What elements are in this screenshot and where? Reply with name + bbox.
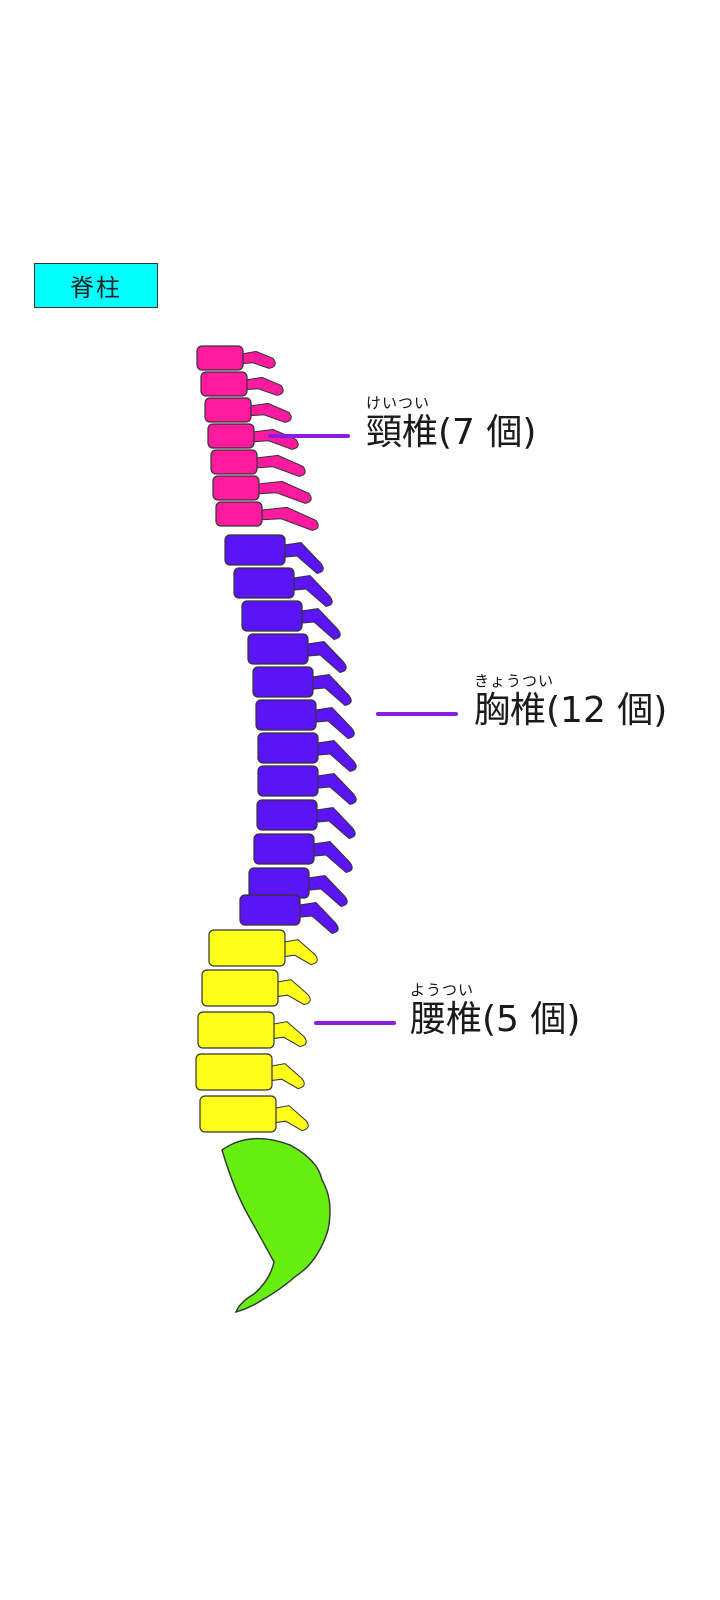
lumbar-vertebra: [195, 1053, 305, 1091]
cervical-vertebra: [210, 449, 306, 477]
lumbar-ruby: ようつい: [410, 981, 475, 999]
thoracic-vertebra: [239, 894, 339, 935]
title-label: 脊柱: [34, 263, 158, 308]
cervical-vertebra: [207, 423, 299, 450]
cervical-vertebra: [212, 475, 312, 504]
lumbar-label: 腰椎(5 個): [410, 999, 581, 1040]
cervical-label: 頸椎(7 個): [366, 412, 537, 453]
sacrum-coccyx: [221, 1137, 331, 1314]
thoracic-vertebra: [257, 732, 357, 773]
cervical-vertebra: [196, 345, 276, 371]
thoracic-label-group: きょうつい 胸椎(12 個): [474, 674, 667, 729]
thoracic-leader-line: [376, 712, 458, 716]
lumbar-vertebra: [208, 929, 318, 967]
thoracic-vertebra: [241, 600, 341, 641]
thoracic-vertebra: [257, 765, 357, 806]
thoracic-vertebra: [224, 534, 324, 575]
cervical-label-group: けいつい 頸椎(7 個): [366, 396, 536, 451]
cervical-vertebra: [204, 397, 292, 423]
lumbar-vertebra: [197, 1011, 307, 1049]
thoracic-label: 胸椎(12 個): [474, 690, 668, 731]
thoracic-vertebra: [233, 567, 333, 608]
lumbar-label-group: ようつい 腰椎(5 個): [410, 983, 580, 1038]
lumbar-vertebra: [199, 1095, 309, 1133]
thoracic-ruby: きょうつい: [474, 672, 555, 690]
thoracic-vertebra: [247, 633, 347, 674]
cervical-leader-line: [268, 434, 350, 438]
cervical-ruby: けいつい: [366, 394, 431, 412]
thoracic-vertebra: [253, 833, 353, 874]
thoracic-vertebra: [252, 666, 352, 707]
thoracic-vertebra: [255, 699, 355, 740]
lumbar-vertebra: [201, 969, 311, 1007]
cervical-vertebra: [200, 371, 284, 397]
cervical-vertebra: [215, 501, 319, 531]
lumbar-leader-line: [314, 1021, 396, 1025]
thoracic-vertebra: [256, 799, 356, 840]
